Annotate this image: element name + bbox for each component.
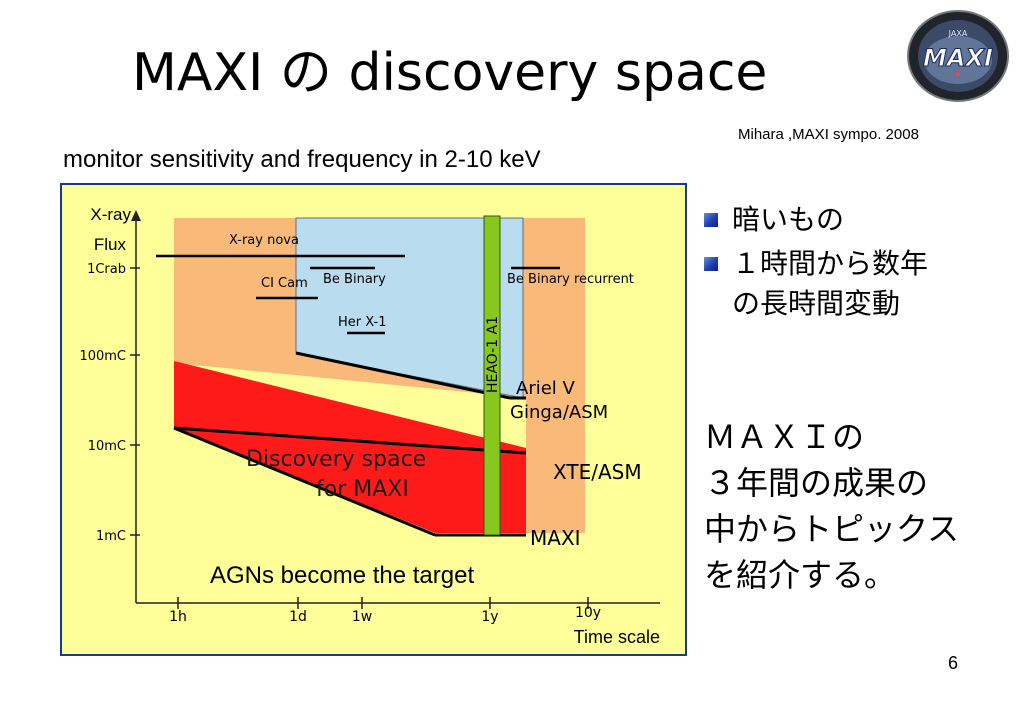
- bullet-item: １時間から数年 の長時間変動: [704, 244, 1004, 324]
- bullet-square-icon: [704, 213, 718, 227]
- label-maxi: MAXI: [530, 526, 581, 550]
- bullet-item: 暗いもの: [704, 200, 1004, 240]
- heao-label: HEAO-1 A1: [485, 316, 501, 393]
- logo-text: MAXI: [923, 44, 993, 72]
- x-tick-label: 1w: [352, 609, 372, 625]
- x-tick-label: 1h: [169, 609, 187, 625]
- label-ariel: Ariel V: [516, 378, 576, 399]
- label-ci-cam: CI Cam: [261, 276, 308, 291]
- label-x-ray-nova: X-ray nova: [229, 233, 299, 248]
- y-tick-label: 1mC: [96, 529, 126, 544]
- xte-asm-line: [173, 426, 527, 455]
- bullet-list: 暗いもの １時間から数年 の長時間変動: [704, 200, 1004, 328]
- summary-text: ＭＡＸＩの ３年間の成果の 中からトピックス を紹介する。: [704, 418, 960, 594]
- label-xte: XTE/ASM: [553, 460, 642, 484]
- label-ginga: Ginga/ASM: [510, 402, 608, 423]
- label-agn: AGNs become the target: [210, 562, 474, 589]
- label-be-recurrent: Be Binary recurrent: [507, 272, 634, 287]
- bullet-text: １時間から数年 の長時間変動: [732, 247, 929, 320]
- x-tick-label: 1y: [481, 609, 498, 625]
- label-discovery-2: for MAXI: [316, 477, 409, 502]
- label-be-binary: Be Binary: [323, 272, 386, 287]
- logo-small-text: JAXA: [948, 29, 968, 38]
- ariel-line: [295, 351, 511, 400]
- y-tick-label: 1Crab: [87, 262, 126, 277]
- x-ticks: 1h 1d 1w 1y 10y: [169, 597, 601, 625]
- label-discovery-1: Discovery space: [246, 447, 426, 472]
- x-tick-label: 10y: [575, 605, 601, 621]
- y-axis-label-line-2: Flux: [94, 235, 127, 254]
- y-tick-label: 10mC: [88, 439, 126, 454]
- maxi-logo-icon: JAXA MAXI: [907, 10, 1009, 102]
- page-number: 6: [948, 653, 959, 673]
- chart-subtitle: monitor sensitivity and frequency in 2-1…: [63, 146, 541, 173]
- bullet-text: 暗いもの: [732, 203, 845, 236]
- discovery-space-chart: HEAO-1 A1 X-ray nova Be Binary CI Cam He…: [60, 183, 687, 656]
- heao-bar: [483, 215, 501, 536]
- slide-title: MAXI の discovery space: [132, 43, 768, 103]
- credit-text: Mihara ,MAXI sympo. 2008: [738, 126, 919, 143]
- y-ticks: 1Crab 100mC 10mC 1mC: [79, 262, 140, 544]
- x-axis-label: Time scale: [574, 627, 660, 647]
- orange-region-right: [526, 218, 585, 533]
- maxi-line: [173, 426, 436, 537]
- y-axis-label-line-1: X-ray: [90, 205, 131, 224]
- bullet-square-icon: [704, 257, 718, 271]
- discovery-region: [174, 361, 526, 533]
- x-tick-label: 1d: [289, 609, 307, 625]
- label-her-x1: Her X-1: [338, 315, 386, 330]
- y-tick-label: 100mC: [79, 349, 126, 364]
